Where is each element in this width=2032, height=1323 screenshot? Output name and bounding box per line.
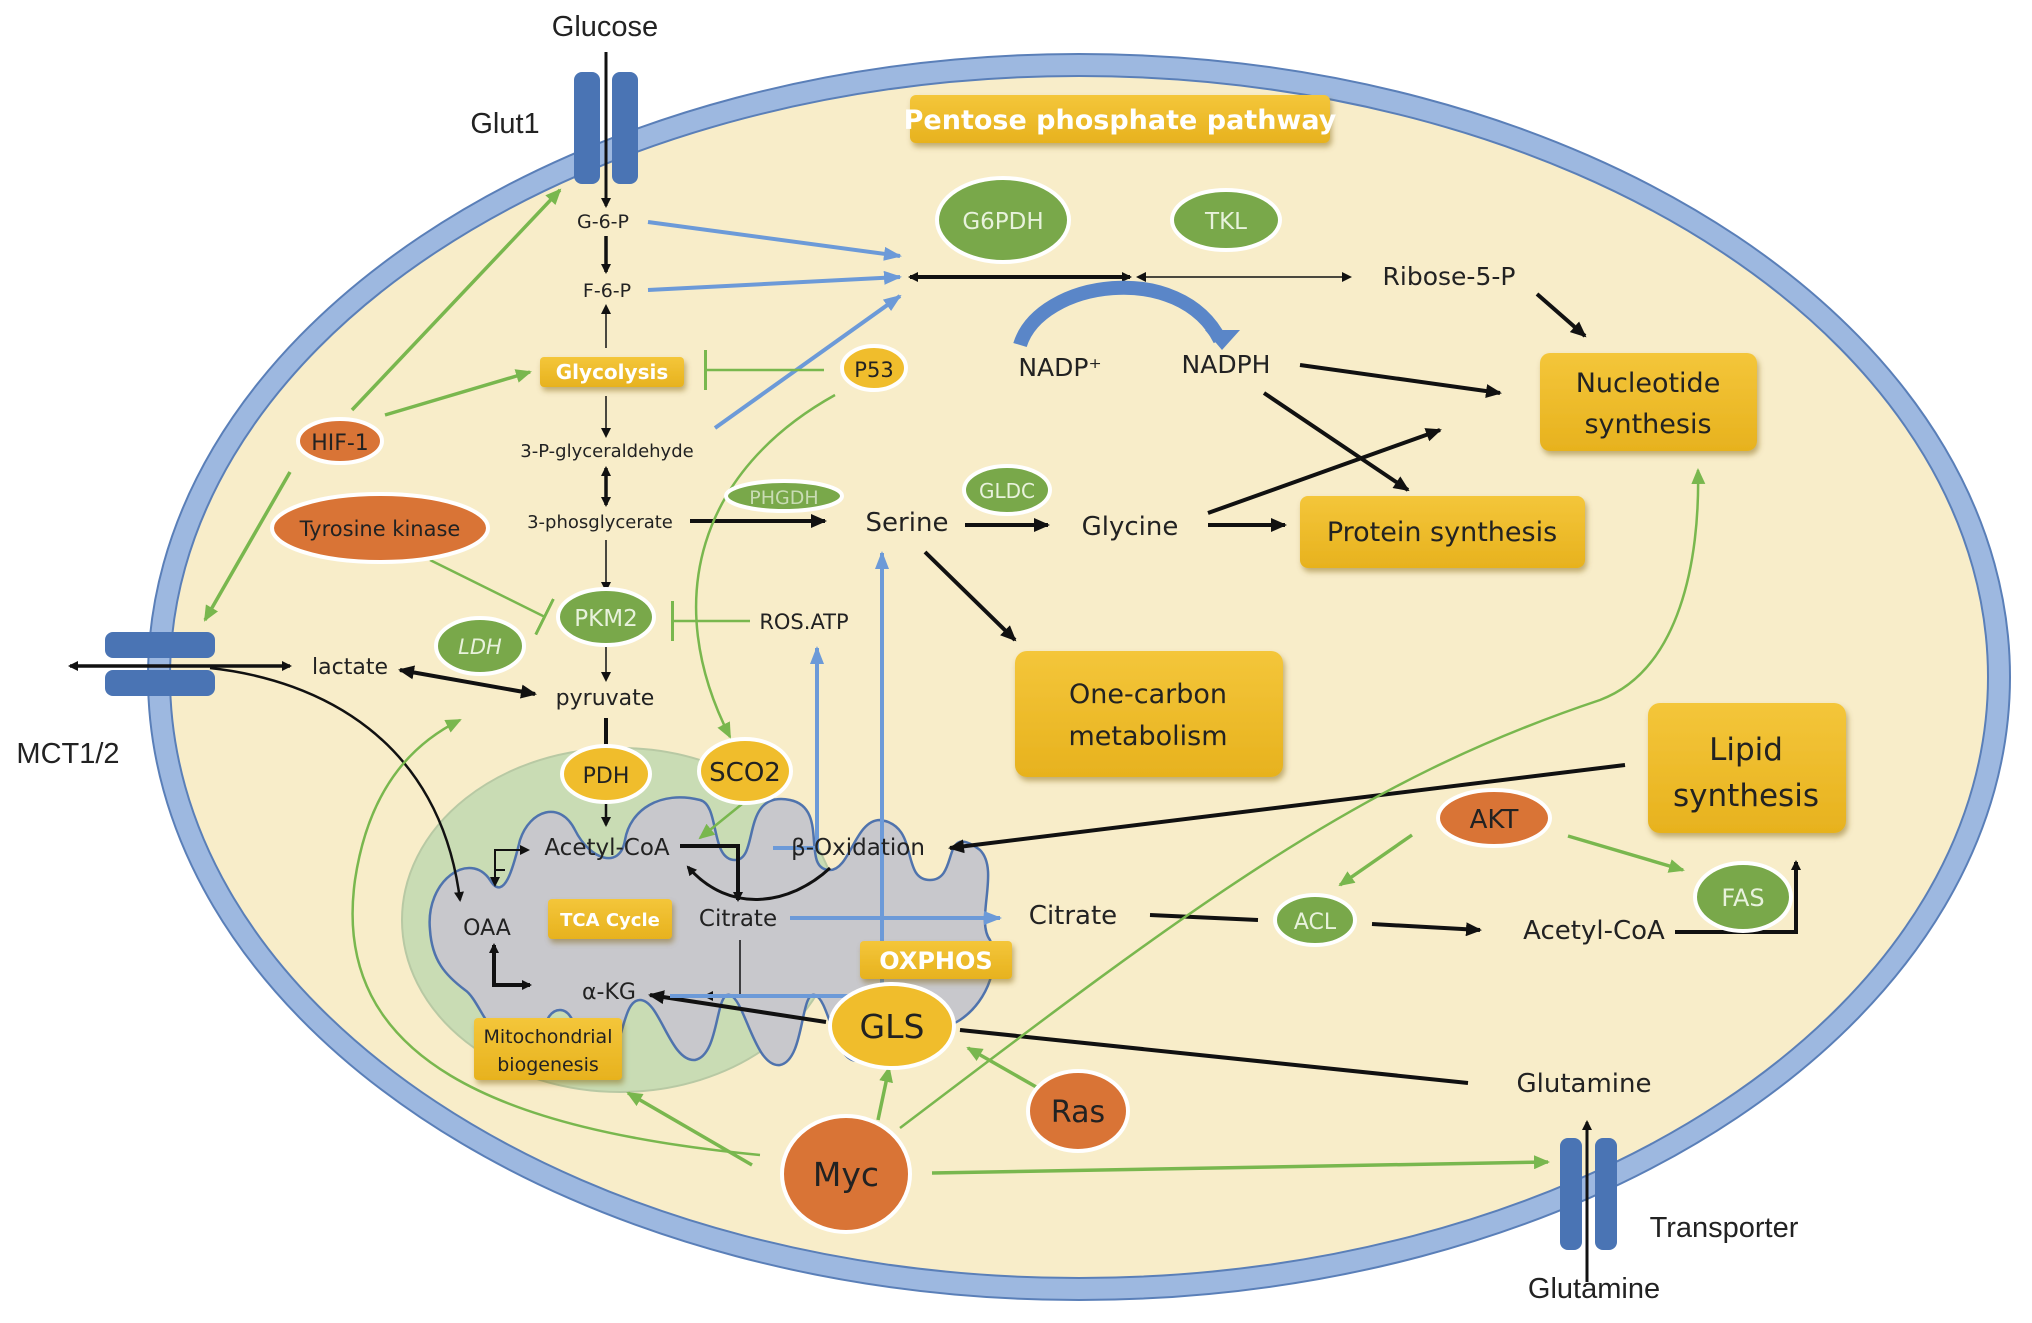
gls-label: GLS	[860, 1007, 925, 1046]
glutamine-outside-label: Glutamine	[1528, 1273, 1660, 1305]
one-carbon-box	[1015, 651, 1283, 777]
beta-oxidation-label: β-Oxidation	[791, 835, 925, 861]
lipid-synthesis-label-2: synthesis	[1673, 778, 1819, 814]
tyrosine-kinase-node	[270, 492, 490, 564]
mct-label: MCT1/2	[16, 738, 119, 770]
glut1-transporter	[574, 72, 638, 184]
glycolysis-label: Glycolysis	[556, 360, 668, 384]
tca-cycle-box	[548, 899, 672, 939]
myc-node	[780, 1114, 912, 1234]
pathway-boxes	[474, 95, 1846, 1080]
hif1-label: HIF-1	[311, 431, 369, 456]
fas-node	[1693, 861, 1793, 933]
nucleotide-synthesis-label-2: synthesis	[1584, 409, 1711, 440]
glycine-label: Glycine	[1082, 512, 1179, 542]
pyruvate-label: pyruvate	[556, 686, 655, 711]
acetylcoa-cyto-label: Acetyl-CoA	[1523, 916, 1665, 946]
regulatory-arrows	[203, 188, 1706, 1175]
tyrosine-kinase-label: Tyrosine kinase	[299, 517, 461, 541]
mito-biogenesis-box	[474, 1018, 622, 1080]
g3p-label: 3-P-glyceraldehyde	[520, 441, 693, 462]
hif1-node	[296, 417, 384, 465]
p53-node	[840, 344, 908, 392]
ros-atp-label: ROS.ATP	[759, 610, 848, 634]
mito-biogenesis-label-1: Mitochondrial	[484, 1026, 613, 1048]
transporter-label: Transporter	[1650, 1212, 1799, 1244]
g6pdh-node	[935, 176, 1071, 264]
glycolysis-box	[540, 357, 684, 387]
lactate-label: lactate	[312, 655, 388, 680]
ras-node	[1026, 1069, 1130, 1153]
ldh-node	[434, 616, 526, 676]
serine-label: Serine	[866, 508, 949, 538]
myc-label: Myc	[813, 1155, 879, 1194]
sco2-label: SCO2	[709, 758, 781, 788]
akg-label: α-KG	[582, 980, 636, 1005]
nucleotide-box	[1540, 353, 1757, 451]
glucose-label: Glucose	[552, 11, 658, 43]
oaa-label: OAA	[463, 916, 511, 941]
akt-node	[1436, 788, 1552, 848]
nucleotide-synthesis-label-1: Nucleotide	[1576, 368, 1721, 399]
g6p-label: G-6-P	[577, 211, 629, 233]
ldh-label: LDH	[458, 635, 502, 659]
ras-label: Ras	[1051, 1095, 1105, 1130]
pkm2-node	[556, 587, 656, 647]
citrate-mito-label: Citrate	[699, 906, 777, 932]
acl-label: ACL	[1294, 910, 1337, 935]
gldc-node	[962, 464, 1052, 516]
tca-cycle-label: TCA Cycle	[560, 910, 660, 931]
acl-node	[1273, 893, 1357, 947]
citrate-cyto-label: Citrate	[1029, 901, 1117, 931]
tkl-label: TKL	[1204, 209, 1247, 235]
oxphos-label: OXPHOS	[879, 947, 992, 975]
phgdh-node	[724, 479, 844, 513]
pentose-phosphate-box	[910, 95, 1330, 143]
nodes	[270, 176, 1793, 1234]
acetylcoa-mito-label: Acetyl-CoA	[544, 835, 670, 861]
tkl-node	[1170, 188, 1282, 252]
pentose-phosphate-label: Pentose phosphate pathway	[904, 105, 1337, 136]
protein-synthesis-box	[1300, 496, 1585, 568]
protein-synthesis-label: Protein synthesis	[1327, 517, 1557, 548]
3pg-label: 3-phosglycerate	[527, 512, 673, 533]
ribose5p-label: Ribose-5-P	[1383, 262, 1516, 291]
p53-label: P53	[854, 358, 893, 382]
glut1-label: Glut1	[470, 108, 539, 140]
lipid-synthesis-box	[1648, 703, 1846, 833]
akt-label: AKT	[1470, 805, 1519, 835]
mct-transporter	[105, 632, 215, 696]
gls-node	[828, 982, 956, 1070]
glutamine-transporter	[1560, 1138, 1617, 1250]
sco2-node	[697, 737, 793, 805]
nadp-label: NADP⁺	[1018, 353, 1101, 382]
nadph-label: NADPH	[1182, 350, 1271, 379]
glutamine-inside-label: Glutamine	[1516, 1069, 1651, 1099]
one-carbon-label-2: metabolism	[1068, 721, 1227, 752]
oxphos-box	[860, 941, 1012, 979]
gldc-label: GLDC	[979, 479, 1035, 503]
f6p-label: F-6-P	[583, 280, 631, 302]
mito-biogenesis-label-2: biogenesis	[497, 1054, 599, 1076]
metabolic-arrows	[68, 52, 1801, 1282]
pdh-node	[560, 744, 652, 804]
g6pdh-label: G6PDH	[962, 209, 1043, 235]
pkm2-label: PKM2	[574, 606, 637, 632]
one-carbon-label-1: One-carbon	[1069, 679, 1227, 710]
phgdh-label: PHGDH	[749, 487, 818, 509]
lipid-synthesis-label-1: Lipid	[1709, 732, 1783, 768]
fas-label: FAS	[1721, 884, 1764, 912]
pdh-label: PDH	[583, 764, 630, 789]
